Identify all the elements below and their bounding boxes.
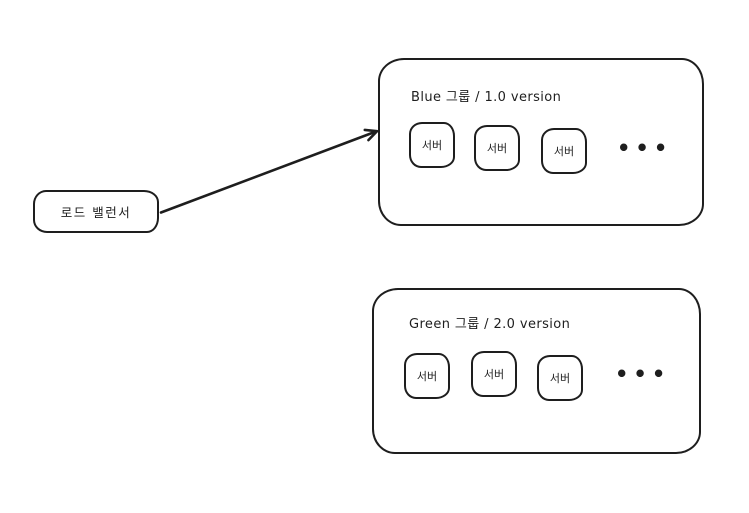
more-servers-ellipsis: ••• <box>615 362 671 386</box>
green-group-container[interactable]: Green 그룹 / 2.0 version 서버 서버 서버 ••• <box>372 288 701 454</box>
load-balancer-label: 로드 밸런서 <box>60 205 132 220</box>
green-server-node-1[interactable]: 서버 <box>404 353 450 399</box>
blue-server-node-1[interactable]: 서버 <box>409 122 455 168</box>
blue-group-label: Blue 그룹 / 1.0 version <box>411 90 562 105</box>
server-label: 서버 <box>553 145 575 158</box>
blue-server-node-3[interactable]: 서버 <box>541 128 587 174</box>
server-label: 서버 <box>486 142 508 155</box>
green-server-node-3[interactable]: 서버 <box>537 355 583 401</box>
blue-group-container[interactable]: Blue 그룹 / 1.0 version 서버 서버 서버 ••• <box>378 58 704 226</box>
green-group-label: Green 그룹 / 2.0 version <box>409 317 571 332</box>
server-label: 서버 <box>416 370 438 383</box>
arrow-shaft <box>159 130 378 214</box>
arrow-head <box>363 128 379 142</box>
load-balancer-node[interactable]: 로드 밸런서 <box>33 190 159 233</box>
server-label: 서버 <box>421 139 443 152</box>
server-label: 서버 <box>549 372 571 385</box>
more-servers-ellipsis: ••• <box>617 136 673 160</box>
blue-server-node-2[interactable]: 서버 <box>474 125 520 171</box>
server-label: 서버 <box>483 368 505 381</box>
green-server-node-2[interactable]: 서버 <box>471 351 517 397</box>
